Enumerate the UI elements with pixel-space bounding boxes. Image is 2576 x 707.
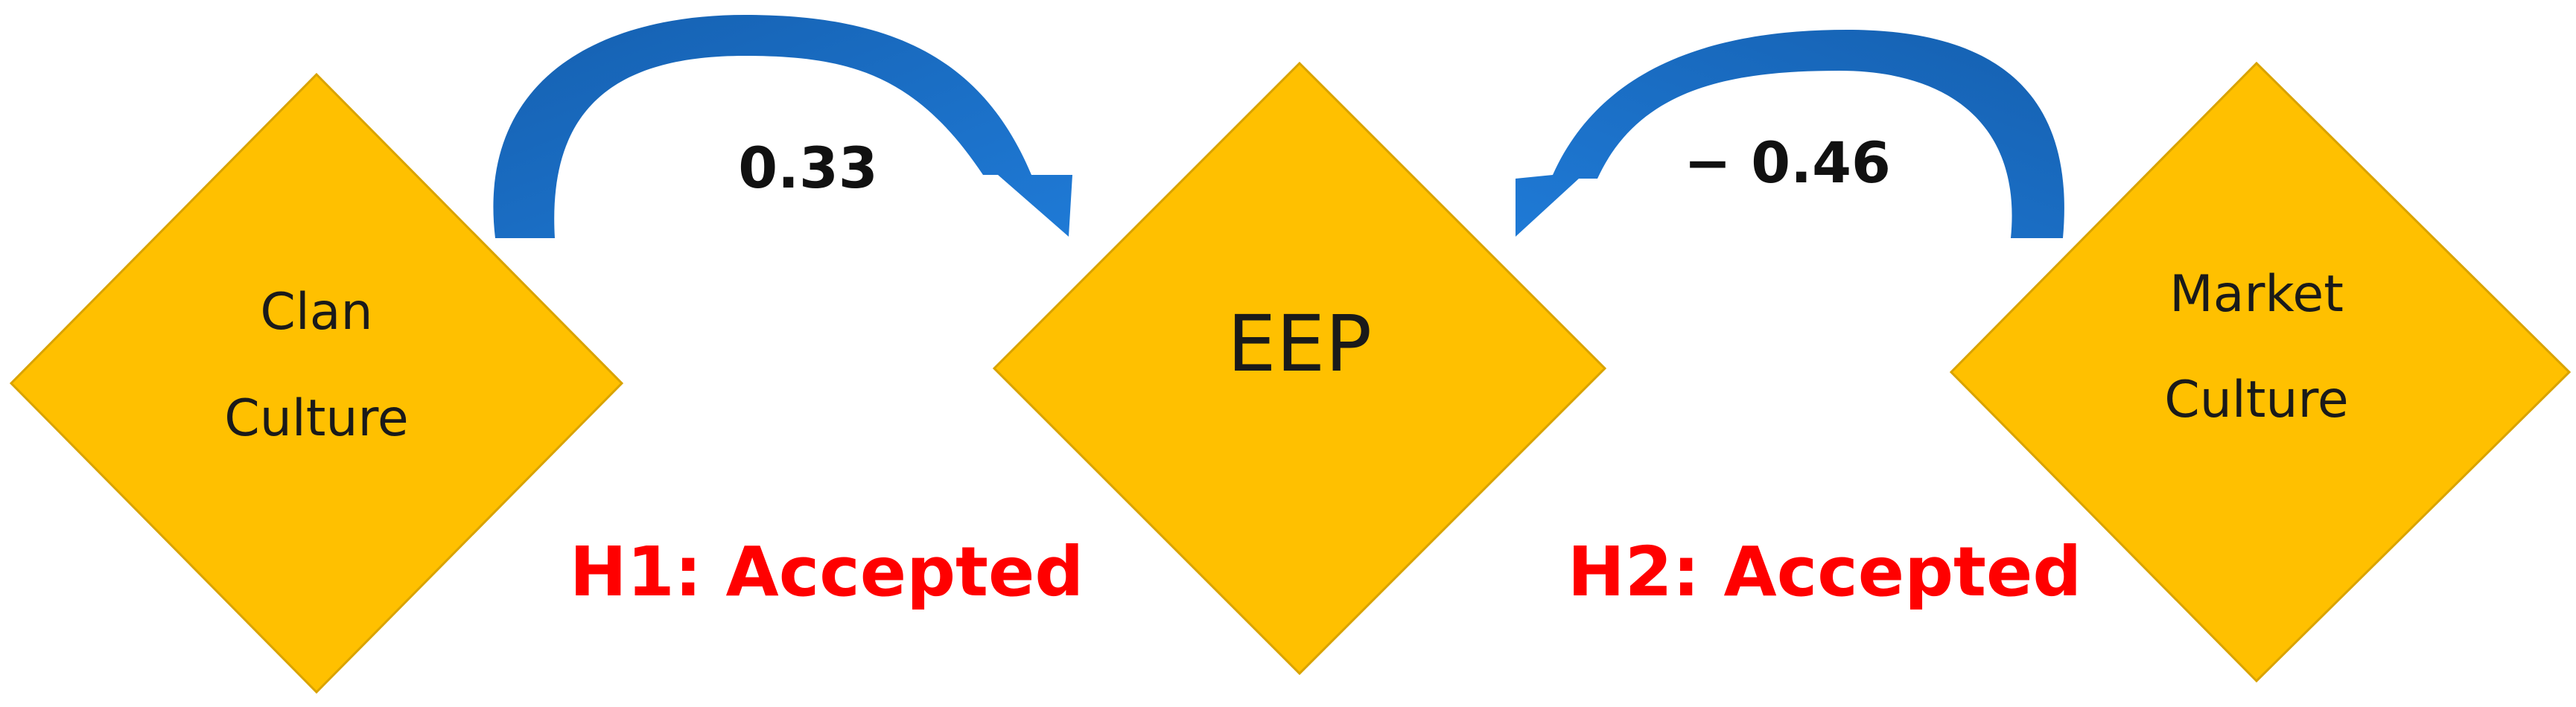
h2-curved-arrow <box>1516 30 2064 238</box>
market-culture-node <box>1949 61 2572 683</box>
h2-coefficient: − 0.46 <box>1684 129 1891 196</box>
market-culture-label-line1: Market <box>2169 265 2344 324</box>
clan-culture-label-line1: Clan <box>260 283 372 342</box>
eep-label: EEP <box>1227 298 1372 389</box>
h2-verdict: H2: Accepted <box>1568 532 2082 612</box>
h1-verdict: H1: Accepted <box>570 532 1084 612</box>
eep-node <box>992 61 1607 676</box>
h1-coefficient: 0.33 <box>738 135 878 201</box>
clan-culture-label-line2: Culture <box>224 389 409 448</box>
clan-culture-node <box>9 72 624 694</box>
h1-curved-arrow <box>493 15 1072 238</box>
market-culture-label-line2: Culture <box>2164 371 2349 429</box>
